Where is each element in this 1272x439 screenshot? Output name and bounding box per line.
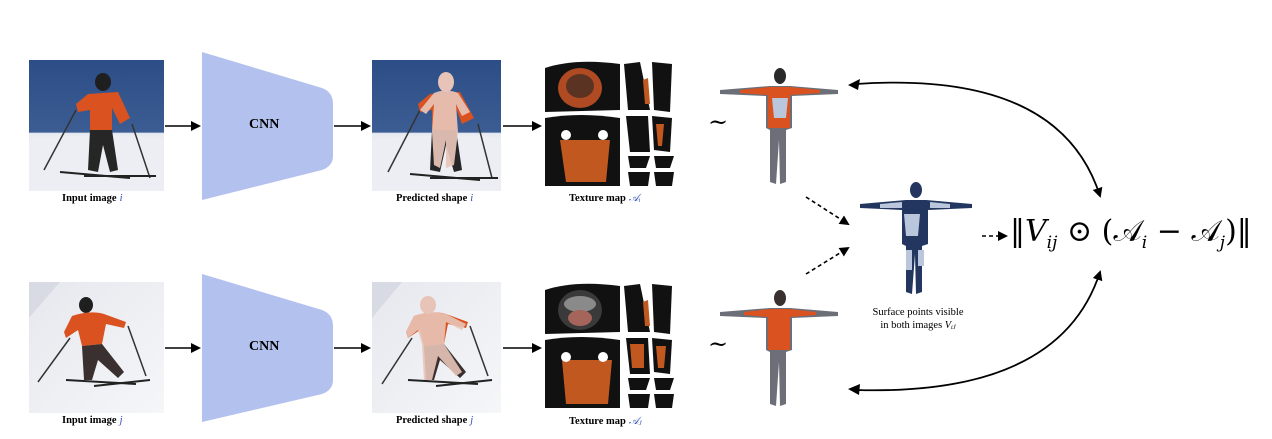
paren-open: (	[1101, 214, 1114, 249]
caption-input-image-i-text: Input image	[62, 193, 117, 204]
caption-input-image-j-index: j	[119, 415, 123, 426]
caption-input-image-i-index: i	[119, 193, 123, 204]
cnn-label-top: CNN	[249, 117, 280, 132]
caption-texture-map-j-index: 𝒜ⱼ	[628, 416, 642, 427]
texture-map-j	[545, 283, 674, 408]
dashed-arrow-bottom-to-visibility	[805, 246, 850, 275]
tilde-bottom: ~	[708, 330, 729, 358]
curve-start-arrowhead-top	[848, 79, 860, 90]
input-image-j	[29, 282, 164, 413]
predicted-shape-image-i	[372, 60, 501, 191]
formula-odot: ⊙	[1066, 214, 1093, 249]
surface-caption-line1: Surface points visible	[872, 307, 964, 318]
texture-map-i	[545, 61, 674, 186]
cnn-block-bottom	[202, 274, 333, 422]
formula-V: V	[1025, 214, 1047, 249]
formula-A-j-sub: j	[1219, 233, 1226, 253]
caption-input-image-j-text: Input image	[62, 415, 117, 426]
paren-close: )	[1225, 214, 1237, 249]
formula-V-sub: ij	[1046, 233, 1058, 253]
formula-minus: −	[1156, 214, 1182, 249]
caption-texture-map-i-text: Texture map	[569, 193, 626, 204]
textured-body-bottom	[720, 290, 838, 406]
tilde-top: ~	[708, 108, 729, 136]
surface-caption-symbol: Vᵢⱼ	[944, 320, 956, 331]
predicted-shape-image-j	[372, 282, 501, 413]
curve-start-arrowhead-bottom	[848, 384, 860, 395]
formula-A-i-sub: i	[1141, 233, 1148, 253]
visibility-body	[860, 182, 972, 294]
norm-open: ‖	[1010, 214, 1025, 249]
caption-texture-map-j-text: Texture map	[569, 416, 626, 427]
norm-close: ‖	[1236, 214, 1252, 249]
surface-caption-line2: in both images	[880, 320, 943, 331]
formula-A-i: 𝒜	[1113, 214, 1142, 249]
formula-A-j: 𝒜	[1191, 214, 1220, 249]
caption-predicted-shape-i-text: Predicted shape	[396, 193, 468, 204]
dashed-arrow-top-to-visibility	[805, 196, 850, 226]
input-image-i	[29, 60, 164, 191]
cnn-block-top	[202, 52, 333, 200]
loss-formula: ‖Vij ⊙ (𝒜i − 𝒜j)‖	[1010, 214, 1252, 253]
cnn-label-bottom: CNN	[249, 339, 280, 354]
surface-points-caption: Surface points visible in both images Vᵢ…	[858, 306, 978, 332]
curved-arrow-bottom-body-to-formula	[855, 270, 1103, 392]
surface-caption-line2-wrap: in both images Vᵢⱼ	[858, 319, 978, 332]
caption-texture-map-i-index: 𝒜ᵢ	[628, 193, 641, 204]
curved-arrow-top-body-to-formula	[855, 81, 1103, 198]
caption-predicted-shape-j-text: Predicted shape	[396, 415, 468, 426]
textured-body-top	[720, 68, 838, 184]
caption-predicted-shape-j-index: j	[470, 415, 474, 426]
caption-predicted-shape-i-index: i	[470, 193, 474, 204]
